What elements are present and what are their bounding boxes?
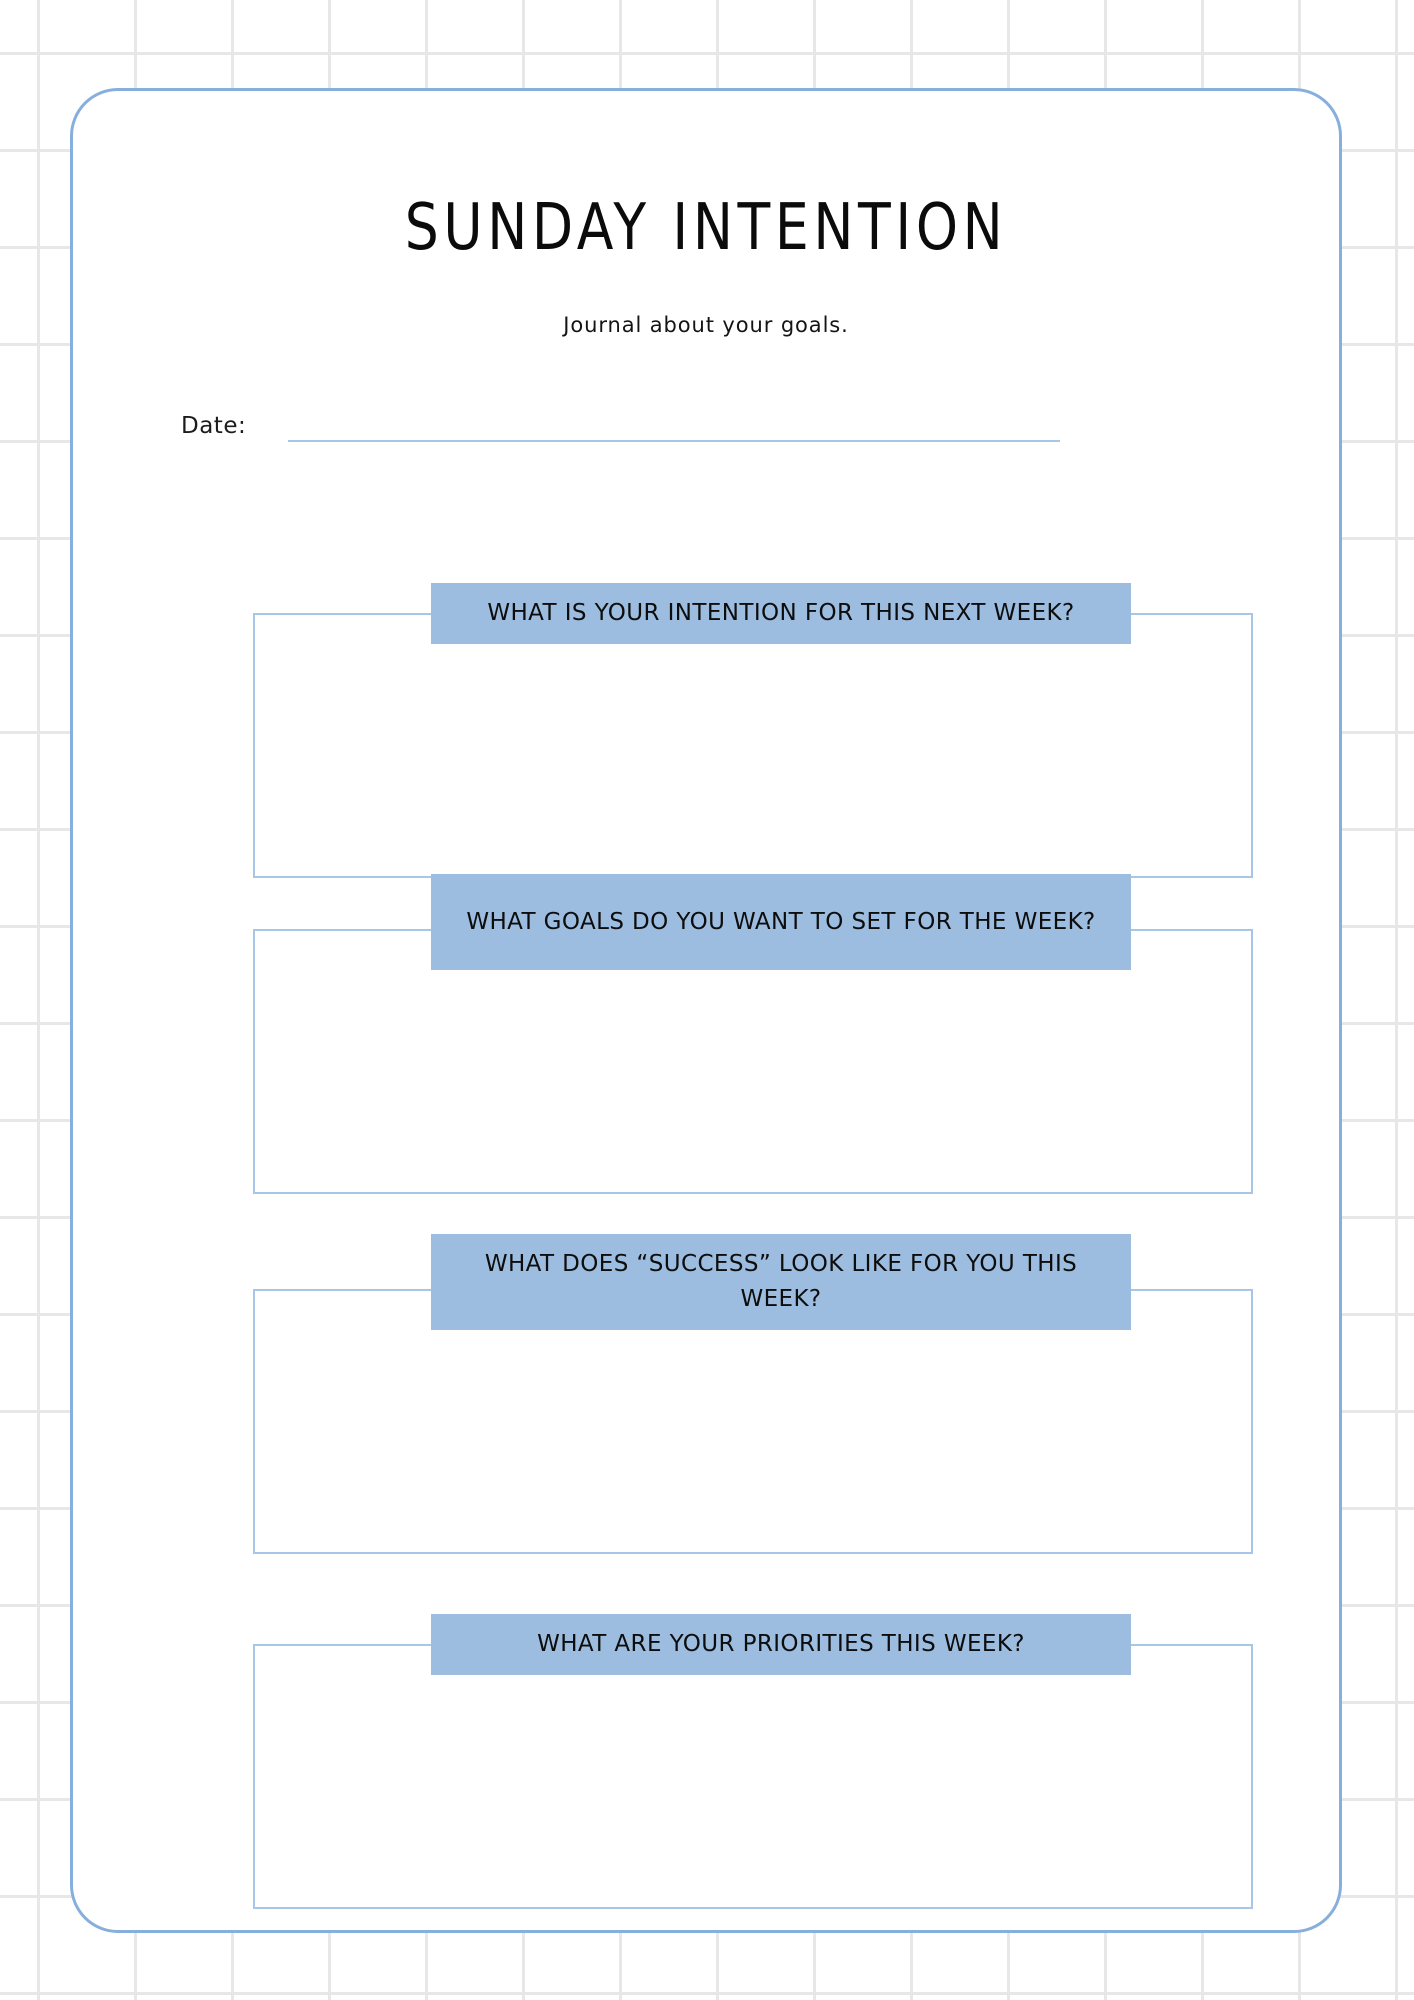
question-label-intention: WHAT IS YOUR INTENTION FOR THIS NEXT WEE… [487,600,1075,626]
date-label: Date: [181,413,247,439]
date-input[interactable] [288,440,1061,442]
question-banner-priorities: WHAT ARE YOUR PRIORITIES THIS WEEK? [431,1614,1131,1675]
date-row: Date: [181,396,1181,442]
page-subtitle: Journal about your goals. [563,313,849,337]
worksheet-card: SUNDAY INTENTION Journal about your goal… [70,88,1342,1933]
answer-box-intention[interactable] [253,613,1253,878]
answer-box-goals[interactable] [253,929,1253,1194]
question-banner-goals: WHAT GOALS DO YOU WANT TO SET FOR THE WE… [431,874,1131,970]
question-banner-intention: WHAT IS YOUR INTENTION FOR THIS NEXT WEE… [431,583,1131,644]
answer-box-priorities[interactable] [253,1644,1253,1909]
question-label-goals: WHAT GOALS DO YOU WANT TO SET FOR THE WE… [466,908,1096,935]
question-banner-success: WHAT DOES “SUCCESS” LOOK LIKE FOR YOU TH… [431,1234,1131,1330]
answer-box-success[interactable] [253,1289,1253,1554]
question-label-success: WHAT DOES “SUCCESS” LOOK LIKE FOR YOU TH… [484,1251,1078,1312]
page-title: SUNDAY INTENTION [404,191,1008,265]
question-label-priorities: WHAT ARE YOUR PRIORITIES THIS WEEK? [537,1631,1025,1657]
